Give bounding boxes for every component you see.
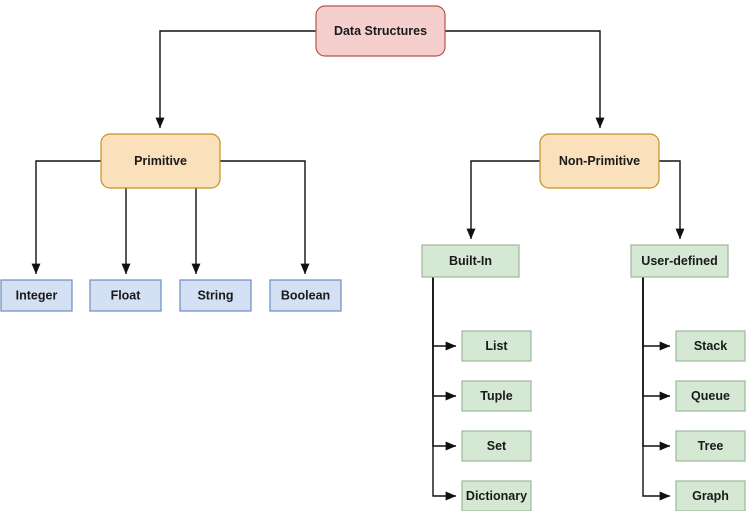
connector-layer xyxy=(31,30,685,501)
node-user-defined[interactable]: User-defined xyxy=(630,244,729,278)
connector-user-defined-to-graph xyxy=(642,277,671,501)
connector-built-in-to-tuple xyxy=(432,277,457,401)
node-box-queue xyxy=(675,380,746,412)
connector-user-defined-to-queue xyxy=(642,277,671,401)
node-box-tuple xyxy=(461,380,532,412)
node-tree[interactable]: Tree xyxy=(675,430,746,462)
node-box-non-primitive xyxy=(539,133,660,189)
node-primitive[interactable]: Primitive xyxy=(100,133,221,189)
node-list[interactable]: List xyxy=(461,330,532,362)
node-box-integer xyxy=(0,279,73,312)
node-non-primitive[interactable]: Non-Primitive xyxy=(539,133,660,189)
node-dictionary[interactable]: Dictionary xyxy=(461,480,532,511)
node-queue[interactable]: Queue xyxy=(675,380,746,412)
connector-built-in-to-list xyxy=(432,277,457,351)
connector-data-structures-to-non-primitive xyxy=(445,30,605,129)
node-box-built-in xyxy=(421,244,520,278)
node-float[interactable]: Float xyxy=(89,279,162,312)
connector-primitive-to-integer xyxy=(31,160,101,275)
node-box-primitive xyxy=(100,133,221,189)
node-integer[interactable]: Integer xyxy=(0,279,73,312)
node-box-stack xyxy=(675,330,746,362)
node-string[interactable]: String xyxy=(179,279,252,312)
node-box-data-structures xyxy=(315,5,446,57)
node-tuple[interactable]: Tuple xyxy=(461,380,532,412)
connector-user-defined-to-tree xyxy=(642,277,671,451)
node-box-dictionary xyxy=(461,480,532,511)
connector-primitive-to-boolean xyxy=(220,160,310,275)
node-box-set xyxy=(461,430,532,462)
connector-user-defined-to-stack xyxy=(642,277,671,351)
connector-data-structures-to-primitive xyxy=(155,30,316,129)
node-built-in[interactable]: Built-In xyxy=(421,244,520,278)
node-box-tree xyxy=(675,430,746,462)
connector-built-in-to-dictionary xyxy=(432,277,457,501)
node-box-user-defined xyxy=(630,244,729,278)
node-box-boolean xyxy=(269,279,342,312)
node-box-list xyxy=(461,330,532,362)
connector-non-primitive-to-user-defined xyxy=(659,160,685,240)
node-set[interactable]: Set xyxy=(461,430,532,462)
node-data-structures[interactable]: Data Structures xyxy=(315,5,446,57)
connector-built-in-to-set xyxy=(432,277,457,451)
node-box-string xyxy=(179,279,252,312)
node-boolean[interactable]: Boolean xyxy=(269,279,342,312)
connector-non-primitive-to-built-in xyxy=(466,160,540,240)
node-graph[interactable]: Graph xyxy=(675,480,746,511)
node-box-float xyxy=(89,279,162,312)
node-stack[interactable]: Stack xyxy=(675,330,746,362)
node-box-graph xyxy=(675,480,746,511)
